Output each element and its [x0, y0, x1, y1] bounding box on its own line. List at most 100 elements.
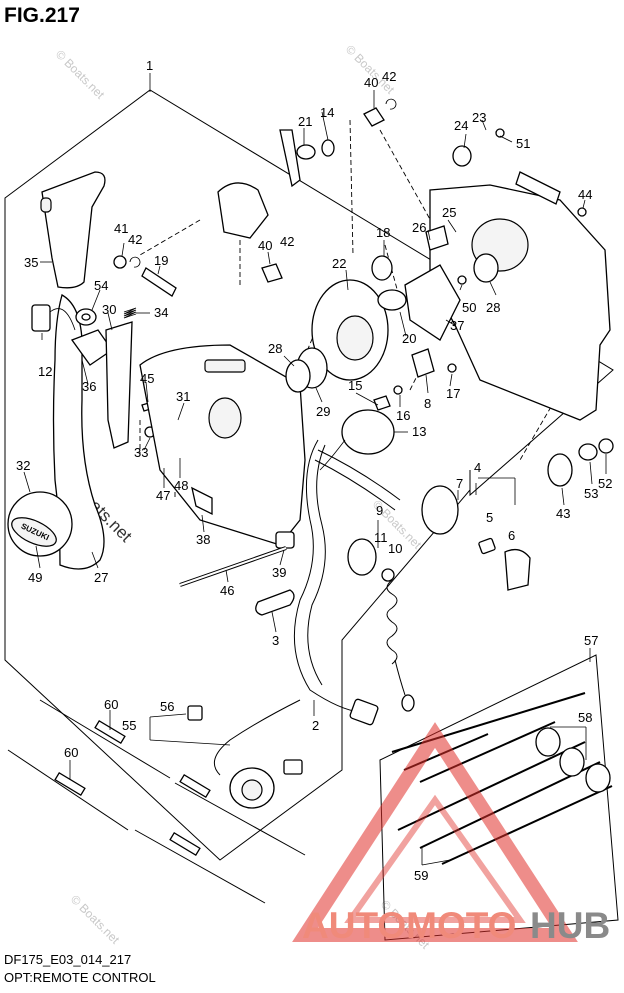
buzzer-wire	[319, 439, 346, 471]
bracket-30	[105, 321, 133, 449]
callout-label: 6	[508, 528, 515, 543]
callout-label: 42	[280, 234, 294, 249]
kit-57-contents	[391, 692, 613, 865]
callout-label: 22	[332, 256, 346, 271]
callout-label: 21	[298, 114, 312, 129]
shift-bracket	[217, 182, 269, 239]
kit-57-outline	[379, 654, 619, 941]
callout-label: 5	[486, 510, 493, 525]
fuse-56	[187, 705, 203, 721]
washer-41	[113, 255, 127, 269]
clip-38	[191, 486, 213, 516]
callout-label: 30	[102, 302, 116, 317]
callout-label: 11	[374, 530, 388, 545]
callout-label: 42	[128, 232, 142, 247]
switch-26	[425, 225, 449, 251]
callout-label: 34	[154, 305, 168, 320]
watermark: © Boats.net	[68, 892, 123, 947]
ring-28	[285, 359, 311, 393]
callout-label: 46	[220, 583, 234, 598]
pin-19	[141, 267, 177, 297]
harness-key	[317, 449, 401, 501]
callout-label: 53	[584, 486, 598, 501]
callout-label: 40	[364, 75, 378, 90]
harness-plug	[349, 698, 379, 726]
clip-15	[373, 395, 391, 411]
callout-label: 43	[556, 506, 570, 521]
callout-label: 7	[456, 476, 463, 491]
watermark: © Boats.net	[53, 47, 108, 102]
callout-label: 60	[104, 697, 118, 712]
callout-label: 28	[268, 341, 282, 356]
washer-54-hole	[81, 313, 91, 321]
callout-label: 12	[38, 364, 52, 379]
clip-40-mid	[261, 263, 283, 283]
callout-label: 49	[28, 570, 42, 585]
callout-label: 55	[122, 718, 136, 733]
callout-label: 38	[196, 532, 210, 547]
logo-text-left: AUTOMOTO	[302, 905, 516, 946]
callout-label: 13	[412, 424, 426, 439]
screw-50	[457, 275, 467, 285]
callout-label: 20	[402, 331, 416, 346]
callout-label: 50	[462, 300, 476, 315]
callout-label: 16	[396, 408, 410, 423]
callout-label: 23	[472, 110, 486, 125]
callout-label: 45	[140, 371, 154, 386]
lever-21	[279, 129, 301, 188]
bolt-46-highlight	[179, 547, 287, 586]
callout-label: 18	[376, 225, 390, 240]
cover-43	[547, 453, 573, 487]
callout-labels: 1 2 3 4 5 6 7 8 9 10 11 12 13 14 15 16 1…	[16, 58, 612, 883]
control-housing	[139, 344, 306, 546]
callout-label: 25	[442, 205, 456, 220]
callout-label: 15	[348, 378, 362, 393]
callout-label: 29	[316, 404, 330, 419]
harness-2	[293, 439, 361, 713]
lanyard-clip	[401, 694, 415, 712]
stop-switch-11	[347, 538, 377, 576]
clip-42	[129, 256, 141, 268]
callout-label: 19	[154, 253, 168, 268]
connector-55-face	[241, 779, 263, 801]
gear-28-right	[473, 253, 499, 283]
harness-2c	[213, 699, 301, 776]
detent-18	[371, 255, 393, 281]
spring-20	[377, 289, 407, 311]
callout-label: 51	[516, 136, 530, 151]
callout-label: 24	[454, 118, 468, 133]
washer-21	[296, 144, 316, 160]
callout-label: 3	[272, 633, 279, 648]
callout-label: 58	[578, 710, 592, 725]
callout-label: 40	[258, 238, 272, 253]
callout-label: 39	[272, 565, 286, 580]
screw-16	[393, 385, 403, 395]
washer-53	[578, 443, 598, 461]
callout-label: 47	[156, 488, 170, 503]
callout-label: 37	[450, 318, 464, 333]
callout-label: 35	[24, 255, 38, 270]
connector-8	[411, 348, 435, 378]
cables-60	[7, 699, 306, 904]
grommet-24	[452, 145, 472, 167]
screw-44	[577, 207, 587, 217]
callout-label: 14	[320, 105, 334, 120]
screw-17	[447, 363, 457, 373]
callout-label: 1	[146, 58, 153, 73]
switch-wire	[49, 308, 76, 331]
callout-label: 54	[94, 278, 108, 293]
nut-52	[598, 438, 614, 454]
callout-label: 42	[382, 69, 396, 84]
clip-42-top	[385, 98, 397, 110]
spring-34	[123, 307, 137, 319]
callout-label: 32	[16, 458, 30, 473]
callout-label: 8	[424, 396, 431, 411]
callout-label: 36	[82, 379, 96, 394]
lanyard-coil	[386, 579, 398, 665]
callout-label: 26	[412, 220, 426, 235]
callout-label: 27	[94, 570, 108, 585]
housing-bore	[208, 397, 242, 439]
harness-2b	[307, 444, 326, 686]
